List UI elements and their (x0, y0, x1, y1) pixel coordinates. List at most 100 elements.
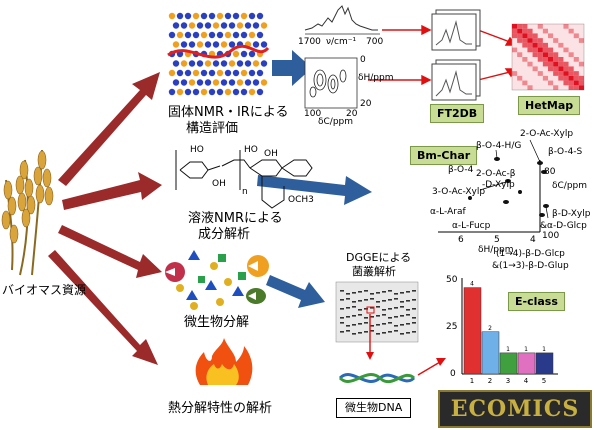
heatmap-cell (568, 52, 574, 57)
lattice-dot (232, 88, 240, 96)
gel-band (352, 333, 356, 335)
heatmap-cell (558, 57, 564, 62)
gel-band (412, 322, 416, 324)
heatmap-cell (537, 71, 543, 76)
gel-band (382, 332, 386, 334)
heatmap-cell (568, 61, 574, 67)
ir-axis-right: 700 (366, 37, 384, 47)
lattice-dot (256, 69, 264, 77)
dgge-label-line2: 菌叢解析 (352, 265, 396, 278)
gel-band (412, 308, 416, 310)
heatmap-cell (548, 61, 554, 67)
heatmap-cell (568, 57, 574, 62)
hsqc-label: 2-O-Ac-β (476, 169, 516, 179)
lattice-dot (256, 88, 264, 96)
heatmap-cell (578, 24, 584, 29)
heatmap-cell (542, 24, 548, 29)
gel-band (340, 308, 344, 310)
heatmap-cell (563, 28, 569, 34)
gel-band (388, 299, 392, 301)
structure-och3: OCH3 (288, 195, 314, 205)
heatmap-cell (563, 61, 569, 67)
eclass-data-label: 2 (488, 325, 492, 332)
heatmap-cell (553, 71, 559, 76)
biomass-label: バイオマス資源 (2, 283, 87, 297)
heatmap-cell (563, 75, 569, 81)
gel-band (394, 316, 398, 318)
heatmap-cell (527, 33, 533, 39)
heatmap-cell (542, 52, 548, 57)
heatmap-cell (568, 80, 574, 86)
lattice-dot (220, 79, 228, 86)
heatmap-cell (568, 66, 574, 72)
heatmap-cell (573, 38, 579, 43)
eclass-category-label: 3 (506, 377, 510, 385)
thermal-label: 熱分解特性の解析 (168, 401, 273, 416)
heatmap-cell (542, 61, 548, 67)
heatmap-cell (578, 47, 584, 53)
heatmap-cell (542, 47, 548, 53)
gel-band (376, 315, 380, 317)
heatmap-cell (517, 85, 523, 90)
lattice-dot (192, 12, 200, 20)
heatmap-cell (573, 71, 579, 76)
gel-band (376, 333, 380, 335)
microbe-shapes (165, 250, 269, 310)
lattice-dot (172, 41, 180, 48)
heatmap-cell (563, 52, 569, 57)
gel-band (388, 331, 392, 333)
lattice-dot (176, 69, 184, 77)
lattice-dot (172, 79, 180, 86)
gel-band (364, 290, 368, 292)
lattice-dot (232, 31, 240, 39)
lattice-dot (248, 69, 256, 77)
eclass-y-tick: 25 (446, 322, 458, 332)
heatmap-cell (563, 33, 569, 39)
heatmap-cell (537, 61, 543, 67)
gel-band (382, 314, 386, 316)
gel-band (352, 315, 356, 317)
heatmap-cell (563, 47, 569, 53)
lattice-dot (260, 60, 268, 67)
heatmap-cell (512, 52, 518, 57)
lattice-dot (212, 60, 220, 67)
heatmap-cell (517, 57, 523, 62)
lattice-dot (252, 60, 260, 67)
gel-band (376, 306, 380, 308)
heatmap-cell (553, 52, 559, 57)
heatmap-cell (537, 80, 543, 86)
gel-band (370, 293, 374, 295)
heatmap-cell (532, 75, 538, 81)
dgge-label-line1: DGGEによる (346, 251, 412, 264)
heatmap-cell (548, 24, 554, 29)
eclass-data-label: 4 (470, 281, 474, 288)
heatmap-cell (532, 38, 538, 43)
lattice-dot (180, 41, 188, 48)
hsqc-label: -D-Xylp (482, 180, 515, 190)
cellulose-lattice-image (167, 12, 270, 102)
heatmap-cell (542, 71, 548, 76)
heatmap-cell (563, 85, 569, 90)
heatmap-cell (568, 71, 574, 76)
nmr-2d-plot (304, 57, 358, 109)
heatmap-cell (578, 75, 584, 81)
lattice-dot (176, 12, 184, 20)
heatmap-cell (527, 52, 533, 57)
heatmap-cell (512, 28, 518, 34)
heatmap-cell (532, 61, 538, 67)
lattice-dot (212, 79, 220, 86)
heatmap-cell (558, 42, 564, 48)
heatmap-cell (563, 71, 569, 76)
heatmap-cell (573, 33, 579, 39)
heatmap-cell (527, 57, 533, 62)
blue-arrows (257, 50, 372, 308)
lattice-dot (256, 12, 264, 20)
fire-icon (195, 338, 253, 385)
heatmap-cell (527, 61, 533, 67)
lattice-dot (224, 69, 232, 77)
heatmap-cell (517, 38, 523, 43)
heatmap-cell (573, 75, 579, 81)
hsqc-label: β-O-4-S (548, 147, 583, 157)
heatmap-cell (517, 47, 523, 53)
